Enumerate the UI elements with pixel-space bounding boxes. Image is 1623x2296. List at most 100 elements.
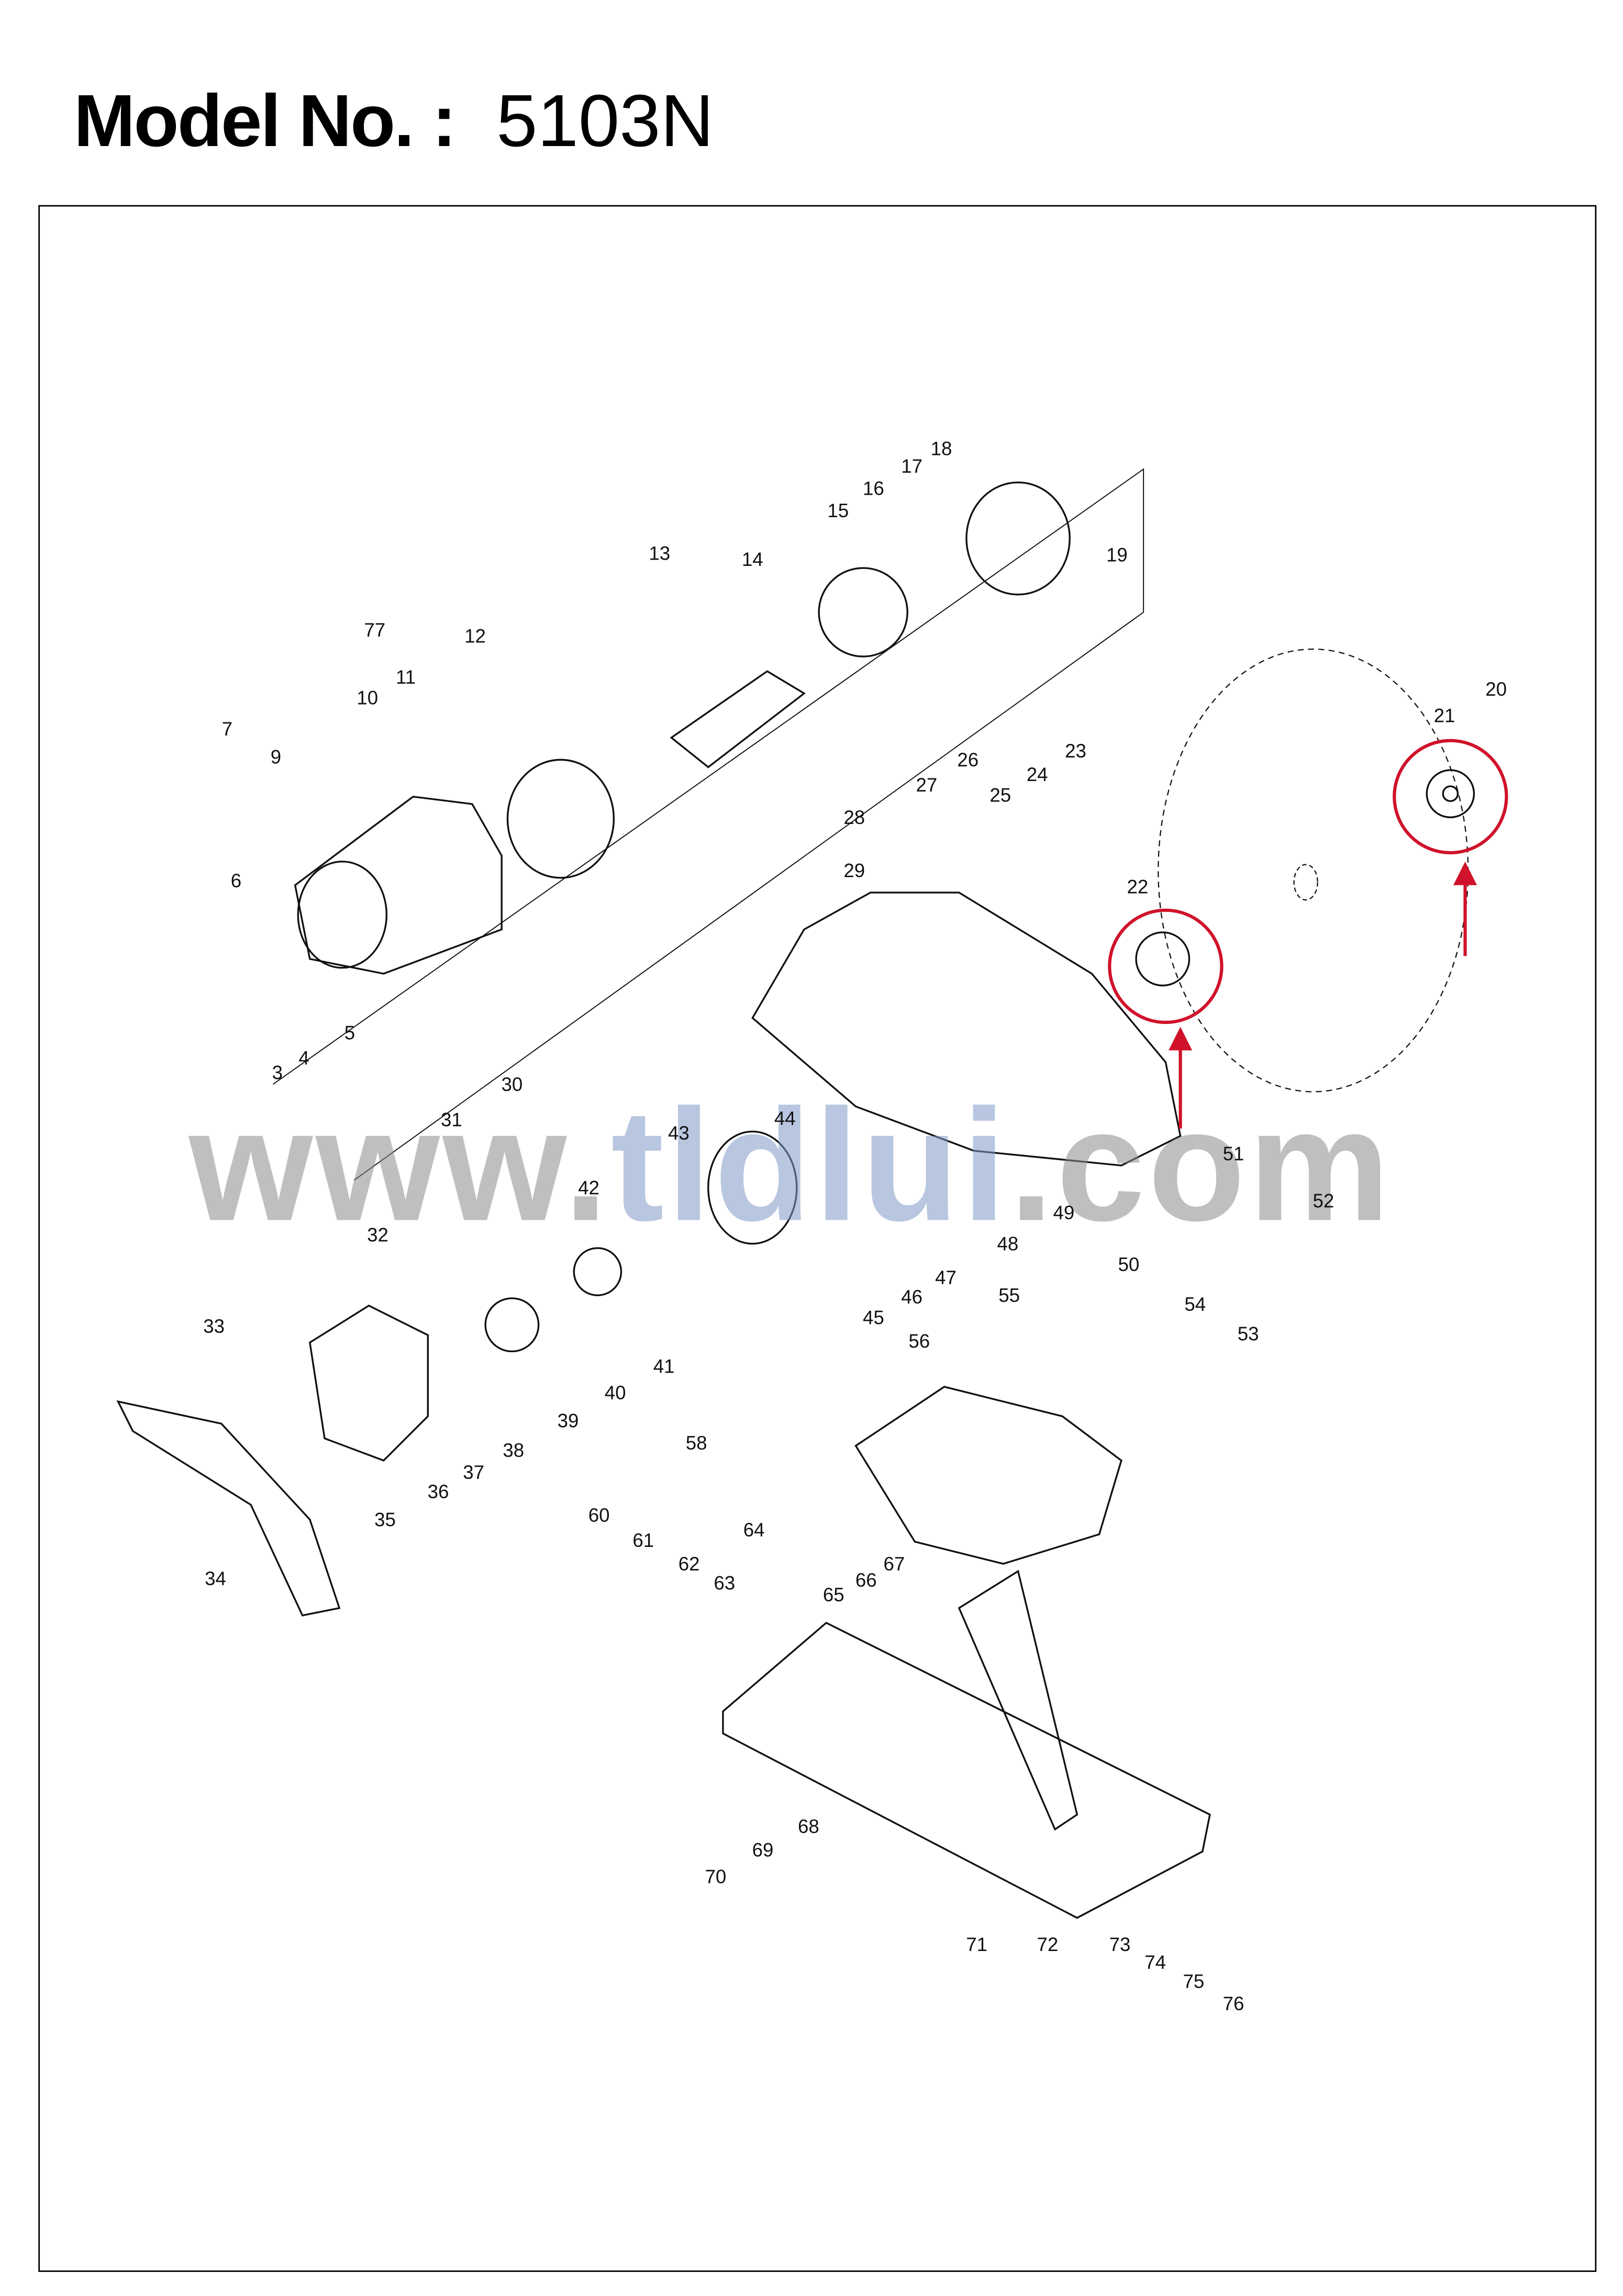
arrow-head-21-icon [1453, 861, 1477, 885]
part-label-33: 33 [203, 1315, 225, 1338]
part-label-65: 65 [822, 1584, 844, 1606]
part-label-10: 10 [357, 686, 379, 709]
model-number: 5103N [496, 80, 714, 163]
part-label-55: 55 [998, 1284, 1020, 1307]
part-label-60: 60 [588, 1504, 610, 1526]
part-label-6: 6 [230, 870, 242, 892]
part-label-71: 71 [966, 1933, 988, 1956]
part-label-44: 44 [774, 1107, 796, 1130]
highlight-circle-part-21 [1393, 739, 1508, 855]
part-label-70: 70 [705, 1865, 727, 1888]
motor-housing [294, 796, 503, 975]
outer-flange [1426, 769, 1475, 818]
part-label-76: 76 [1222, 1992, 1244, 2015]
part-label-74: 74 [1144, 1951, 1166, 1974]
fan [818, 567, 908, 657]
part-label-37: 37 [463, 1461, 485, 1484]
part-label-19: 19 [1106, 543, 1128, 566]
arrow-head-22-icon [1169, 1027, 1193, 1051]
base-plate [722, 1622, 1211, 1919]
field-coil [506, 759, 615, 879]
part-label-67: 67 [883, 1553, 905, 1575]
armature [670, 670, 806, 768]
part-label-13: 13 [649, 542, 671, 564]
part-label-66: 66 [855, 1569, 877, 1591]
part-label-46: 46 [901, 1286, 923, 1308]
part-label-39: 39 [557, 1409, 579, 1432]
part-label-48: 48 [997, 1232, 1019, 1255]
part-label-27: 27 [916, 774, 938, 796]
part-label-75: 75 [1183, 1970, 1205, 1992]
gear-housing [308, 1305, 429, 1462]
leader-box [272, 468, 1144, 1181]
part-label-21: 21 [1433, 704, 1455, 727]
part-label-73: 73 [1109, 1933, 1131, 1956]
blade-case [751, 891, 1182, 1167]
saw-blade [1158, 648, 1469, 1093]
part-label-72: 72 [1037, 1933, 1059, 1956]
part-label-77: 77 [364, 619, 386, 641]
lever-arm [116, 1400, 341, 1617]
part-label-47: 47 [935, 1266, 957, 1289]
part-label-45: 45 [862, 1306, 884, 1329]
bearing [573, 1247, 622, 1297]
part-label-30: 30 [501, 1073, 523, 1096]
gear [484, 1297, 540, 1353]
part-label-54: 54 [1184, 1293, 1206, 1316]
watermark: www.tldlui.com [189, 1084, 1393, 1246]
part-label-29: 29 [843, 859, 865, 882]
part-label-25: 25 [990, 784, 1011, 807]
motor-vent [297, 861, 388, 969]
part-label-15: 15 [827, 499, 849, 522]
part-label-23: 23 [1065, 740, 1086, 762]
part-label-35: 35 [374, 1508, 396, 1531]
part-label-38: 38 [503, 1439, 525, 1462]
model-label: Model No. : [73, 80, 457, 163]
part-label-18: 18 [930, 437, 952, 460]
part-label-51: 51 [1222, 1142, 1244, 1165]
part-label-3: 3 [272, 1061, 283, 1084]
part-label-58: 58 [685, 1432, 707, 1454]
part-label-26: 26 [957, 749, 979, 771]
part-label-43: 43 [668, 1122, 690, 1144]
watermark-prefix: www. [188, 1075, 611, 1254]
part-label-41: 41 [653, 1355, 675, 1377]
part-label-52: 52 [1313, 1189, 1335, 1212]
part-label-62: 62 [678, 1553, 700, 1575]
baffle-ring [965, 481, 1071, 596]
part-label-20: 20 [1485, 677, 1507, 700]
bevel-guide [958, 1569, 1079, 1831]
part-label-53: 53 [1237, 1322, 1259, 1345]
part-label-36: 36 [427, 1480, 449, 1503]
safety-cover [854, 1386, 1122, 1565]
part-label-56: 56 [908, 1330, 930, 1352]
part-label-7: 7 [221, 718, 233, 740]
part-label-4: 4 [298, 1046, 309, 1069]
highlight-circle-part-22 [1108, 908, 1224, 1024]
part-label-64: 64 [743, 1519, 765, 1541]
watermark-suffix: .com [1009, 1075, 1393, 1254]
bearing-box [707, 1130, 798, 1245]
watermark-name: tldlui [610, 1075, 1009, 1254]
part-label-17: 17 [901, 455, 923, 477]
part-label-69: 69 [752, 1838, 774, 1862]
part-label-42: 42 [578, 1176, 599, 1199]
page-title: Model No. : 5103N [74, 77, 714, 165]
part-label-5: 5 [344, 1021, 355, 1044]
part-label-68: 68 [797, 1815, 819, 1838]
part-label-9: 9 [270, 745, 282, 768]
part-label-49: 49 [1053, 1201, 1075, 1224]
part-label-31: 31 [440, 1108, 462, 1131]
part-label-34: 34 [205, 1567, 226, 1590]
part-label-16: 16 [862, 477, 884, 499]
inner-flange [1135, 931, 1191, 987]
part-label-24: 24 [1026, 763, 1048, 786]
diagram-frame [38, 205, 1597, 2272]
highlight-annotations [1108, 739, 1508, 1129]
part-label-12: 12 [464, 625, 486, 647]
part-label-40: 40 [604, 1381, 626, 1404]
part-label-32: 32 [367, 1223, 388, 1246]
part-label-61: 61 [632, 1529, 654, 1552]
